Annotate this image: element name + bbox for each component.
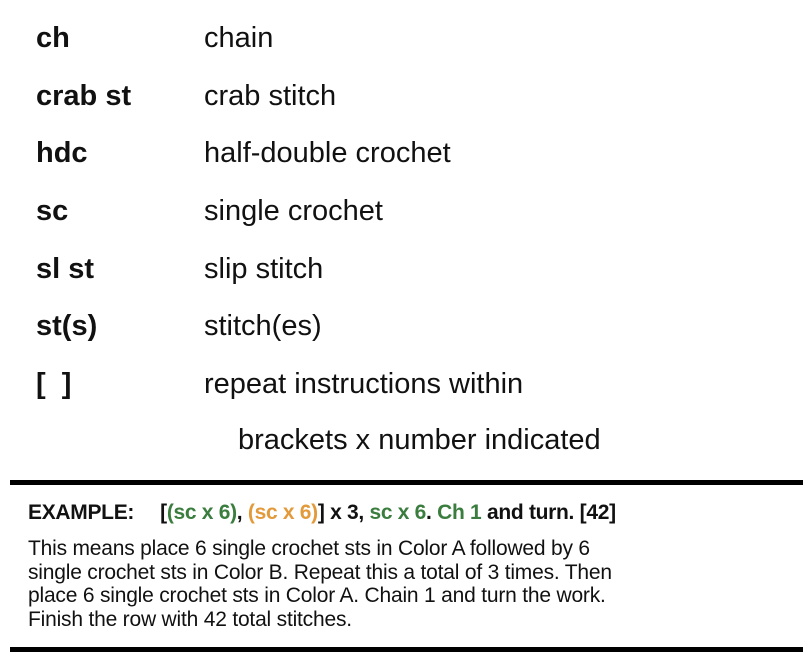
abbreviation: hdc	[36, 137, 88, 169]
abbreviation: sl st	[36, 253, 95, 285]
example-line: EXAMPLE:[(sc x 6), (sc x 6)] x 3, sc x 6…	[28, 499, 616, 527]
abbreviation: ch	[36, 22, 70, 54]
pattern-segment: Ch 1	[437, 501, 482, 524]
definition: chain	[204, 22, 274, 54]
definition: half-double crochet	[204, 137, 451, 169]
pattern-segment: .	[426, 501, 438, 524]
definition: stitch(es)	[204, 310, 322, 342]
abbreviation: sc	[36, 195, 69, 227]
abbreviation: st(s)	[36, 310, 98, 342]
pattern-segment: [	[160, 501, 167, 524]
pattern-segment: ,	[236, 501, 248, 524]
explanation-line: single crochet sts in Color B. Repeat th…	[28, 560, 612, 584]
pattern-segment: (sc x 6)	[247, 501, 318, 524]
example-label: EXAMPLE:	[28, 501, 135, 524]
definition-continuation: brackets x number indicated	[238, 424, 601, 456]
explanation-line: place 6 single crochet sts in Color A. C…	[28, 584, 606, 608]
definition: single crochet	[204, 195, 383, 227]
definition: repeat instructions within	[204, 368, 524, 400]
definition: crab stitch	[204, 80, 337, 112]
pattern-segment: and turn. [42]	[481, 501, 616, 524]
example-explanation: This means place 6 single crochet sts in…	[28, 537, 612, 631]
divider-top	[10, 480, 803, 485]
explanation-line: Finish the row with 42 total stitches.	[28, 607, 352, 631]
divider-bottom	[10, 647, 803, 652]
abbreviation: [ ]	[36, 368, 72, 400]
pattern-segment: ] x 3,	[317, 501, 370, 524]
definition: slip stitch	[204, 253, 324, 285]
abbreviation: crab st	[36, 80, 132, 112]
pattern-segment: (sc x 6)	[166, 501, 237, 524]
pattern-segment: sc x 6	[369, 501, 427, 524]
explanation-line: This means place 6 single crochet sts in…	[28, 537, 590, 560]
example-pattern: [(sc x 6), (sc x 6)] x 3, sc x 6. Ch 1 a…	[160, 501, 616, 524]
